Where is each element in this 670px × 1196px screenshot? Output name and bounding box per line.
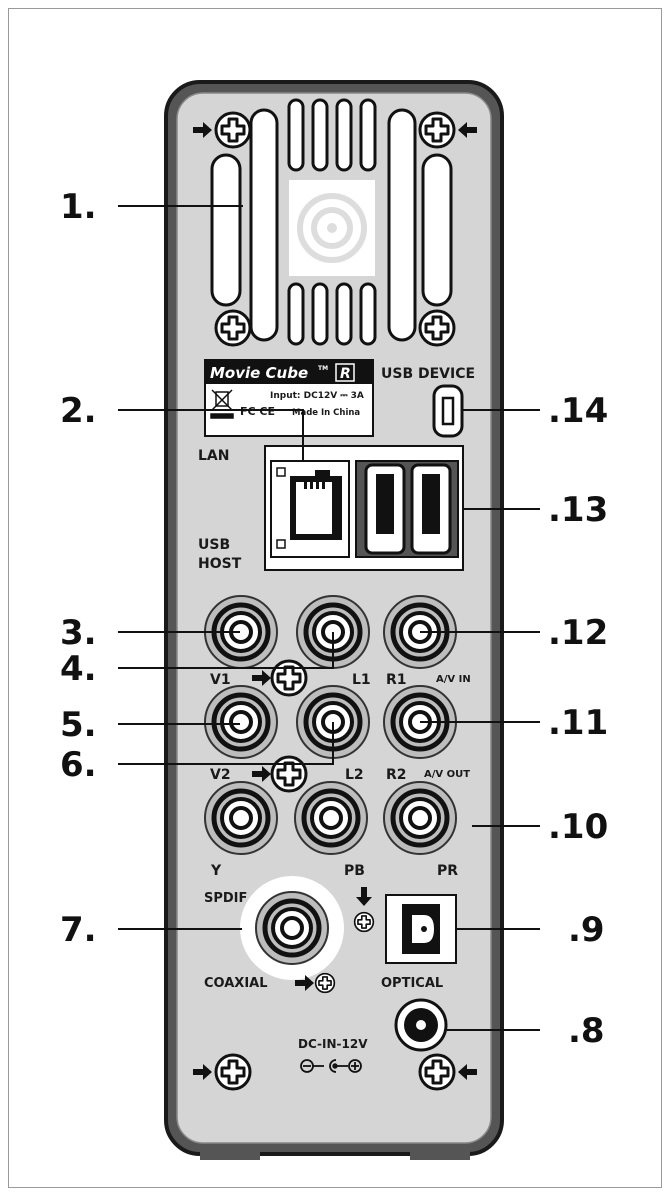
screw-icon: [214, 309, 252, 347]
callout-4: 4.: [60, 649, 97, 689]
screw-icon: [314, 972, 336, 994]
input-rating-text: Input: DC12V ⎓ 3A: [270, 391, 364, 401]
callout-1: 1.: [60, 187, 97, 227]
vent-slots: [210, 98, 453, 346]
l1-label: L1: [352, 672, 371, 688]
rca-jack-v2: [205, 686, 277, 758]
callout-14: .14: [548, 391, 608, 431]
pb-label: PB: [344, 863, 365, 879]
callout-7: 7.: [60, 910, 97, 950]
callout-8: .8: [568, 1011, 605, 1051]
cert-marks-text: FC CE: [240, 405, 275, 418]
r1-label: R1: [386, 672, 407, 688]
callout-2: 2.: [60, 391, 97, 431]
lan-usb-host-block: [264, 445, 464, 571]
av-in-label: A/V IN: [436, 674, 471, 685]
device-foot-right: [410, 1150, 470, 1160]
screw-icon: [214, 111, 252, 149]
screw-icon: [418, 111, 456, 149]
usb-host-label-2: HOST: [198, 556, 242, 572]
spdif-label: SPDIF: [204, 891, 247, 906]
av-out-label: A/V OUT: [424, 769, 470, 780]
pr-label: PR: [437, 863, 458, 879]
usb-device-port: [432, 384, 464, 438]
rca-jack-pb: [295, 782, 367, 854]
rca-jack-y: [205, 782, 277, 854]
dc-polarity-icon: [300, 1059, 362, 1073]
brand-model-text: R: [340, 366, 351, 382]
brand-tm-text: TM: [318, 365, 328, 372]
figure-frame: [8, 8, 662, 1188]
callout-13: .13: [548, 490, 608, 530]
screw-icon: [214, 1053, 252, 1091]
coaxial-jack: [240, 876, 344, 980]
brand-text: Movie Cube: [210, 364, 308, 382]
screw-icon: [270, 755, 308, 793]
leader-lines: [118, 205, 540, 1031]
usb-host-label-1: USB: [198, 537, 230, 553]
screw-icon: [270, 659, 308, 697]
made-in-text: Made In China: [292, 408, 360, 418]
r2-label: R2: [386, 767, 407, 783]
screw-icon: [418, 309, 456, 347]
coaxial-label: COAXIAL: [204, 976, 268, 991]
dc-in-jack: [394, 998, 448, 1052]
usb-device-label: USB DEVICE: [381, 366, 475, 382]
screw-icon: [418, 1053, 456, 1091]
v2-label: V2: [210, 767, 231, 783]
screw-icon: [353, 911, 375, 933]
callout-10: .10: [548, 807, 608, 847]
callout-3: 3.: [60, 613, 97, 653]
dc-in-label: DC-IN-12V: [298, 1037, 368, 1051]
device-foot-left: [200, 1150, 260, 1160]
callout-9: .9: [568, 910, 605, 950]
v1-label: V1: [210, 672, 231, 688]
optical-port: [385, 894, 457, 964]
y-label: Y: [210, 863, 222, 879]
optical-label: OPTICAL: [381, 976, 443, 991]
callout-12: .12: [548, 613, 608, 653]
brand-logo-square: [289, 180, 375, 276]
rating-label-plate: Movie Cube TM R Input: DC12V ⎓ 3A FC CE …: [204, 359, 374, 437]
callout-5: 5.: [60, 705, 97, 745]
rca-jack-pr: [384, 782, 456, 854]
callout-6: 6.: [60, 745, 97, 785]
callout-11: .11: [548, 703, 608, 743]
lan-label: LAN: [198, 448, 229, 464]
l2-label: L2: [345, 767, 364, 783]
weee-bin-icon: [210, 389, 234, 419]
